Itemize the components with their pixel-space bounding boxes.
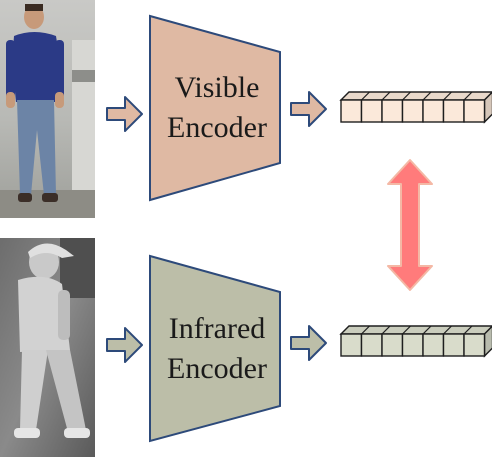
infrared-input-arrow	[107, 328, 142, 362]
visible-output-arrow	[291, 92, 326, 126]
visible-feature-cell	[382, 100, 403, 122]
infrared-output-arrow	[291, 326, 326, 360]
infrared-encoder-label-line2: Encoder	[150, 349, 284, 389]
infrared-feature-cell	[444, 334, 465, 356]
infrared-encoder-label-line1: Infrared	[150, 309, 284, 349]
infrared-feature-cell	[403, 334, 424, 356]
infrared-feature-top-face	[341, 326, 492, 334]
visible-feature-vector	[341, 92, 492, 122]
visible-input-arrow	[107, 97, 142, 131]
visible-feature-cell	[464, 100, 485, 122]
visible-feature-cell	[341, 100, 362, 122]
visible-feature-cell	[444, 100, 465, 122]
visible-encoder-label-line1: Visible	[150, 68, 284, 108]
visible-encoder-label: Visible Encoder	[150, 68, 284, 148]
visible-feature-cell	[403, 100, 424, 122]
visible-person-photo	[0, 0, 95, 218]
visible-feature-cell	[423, 100, 444, 122]
visible-feature-cell	[362, 100, 383, 122]
infrared-feature-cell	[362, 334, 383, 356]
visible-encoder-label-line2: Encoder	[150, 108, 284, 148]
infrared-person-photo	[0, 238, 95, 457]
infrared-feature-cell	[423, 334, 444, 356]
infrared-feature-cell	[464, 334, 485, 356]
alignment-double-arrow	[388, 160, 432, 290]
infrared-feature-cell	[382, 334, 403, 356]
infrared-feature-vector	[341, 326, 492, 356]
infrared-encoder-label: Infrared Encoder	[150, 309, 284, 389]
infrared-feature-cell	[341, 334, 362, 356]
visible-feature-top-face	[341, 92, 492, 100]
